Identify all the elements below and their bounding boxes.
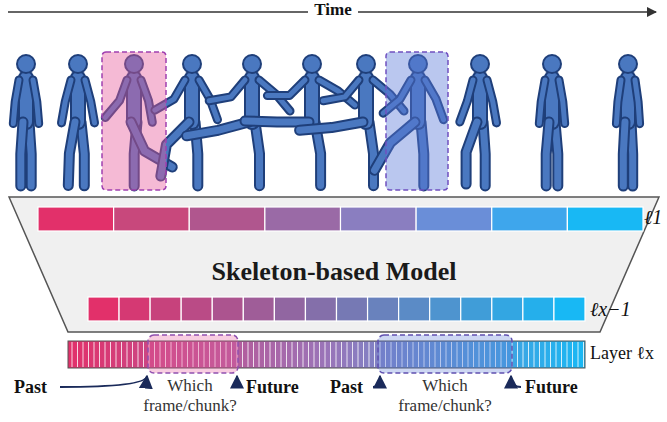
past-label: Past	[14, 377, 47, 398]
question-label: Which frame/chunk?	[142, 376, 238, 415]
past-highlight	[102, 52, 166, 190]
future-label: Future	[246, 377, 299, 398]
leader-arrow	[511, 376, 521, 387]
leader-arrow	[237, 376, 242, 387]
leader-arrow	[373, 376, 380, 387]
past-chunk-box	[148, 335, 238, 373]
future-highlight	[386, 52, 448, 190]
layer-label: ℓx−1	[590, 298, 631, 321]
leader-arrow	[60, 376, 147, 387]
layer-label: Layer ℓx	[590, 343, 654, 364]
question-label: Which frame/chunk?	[397, 376, 493, 415]
layer-label: ℓ1	[644, 206, 662, 229]
axis-label: Time	[308, 0, 357, 20]
future-chunk-box	[378, 335, 512, 373]
future-label: Future	[525, 377, 578, 398]
model-title: Skeleton-based Model	[212, 257, 457, 287]
past-label: Past	[330, 377, 363, 398]
model-trapezoid: Skeleton-based Model	[8, 196, 660, 333]
